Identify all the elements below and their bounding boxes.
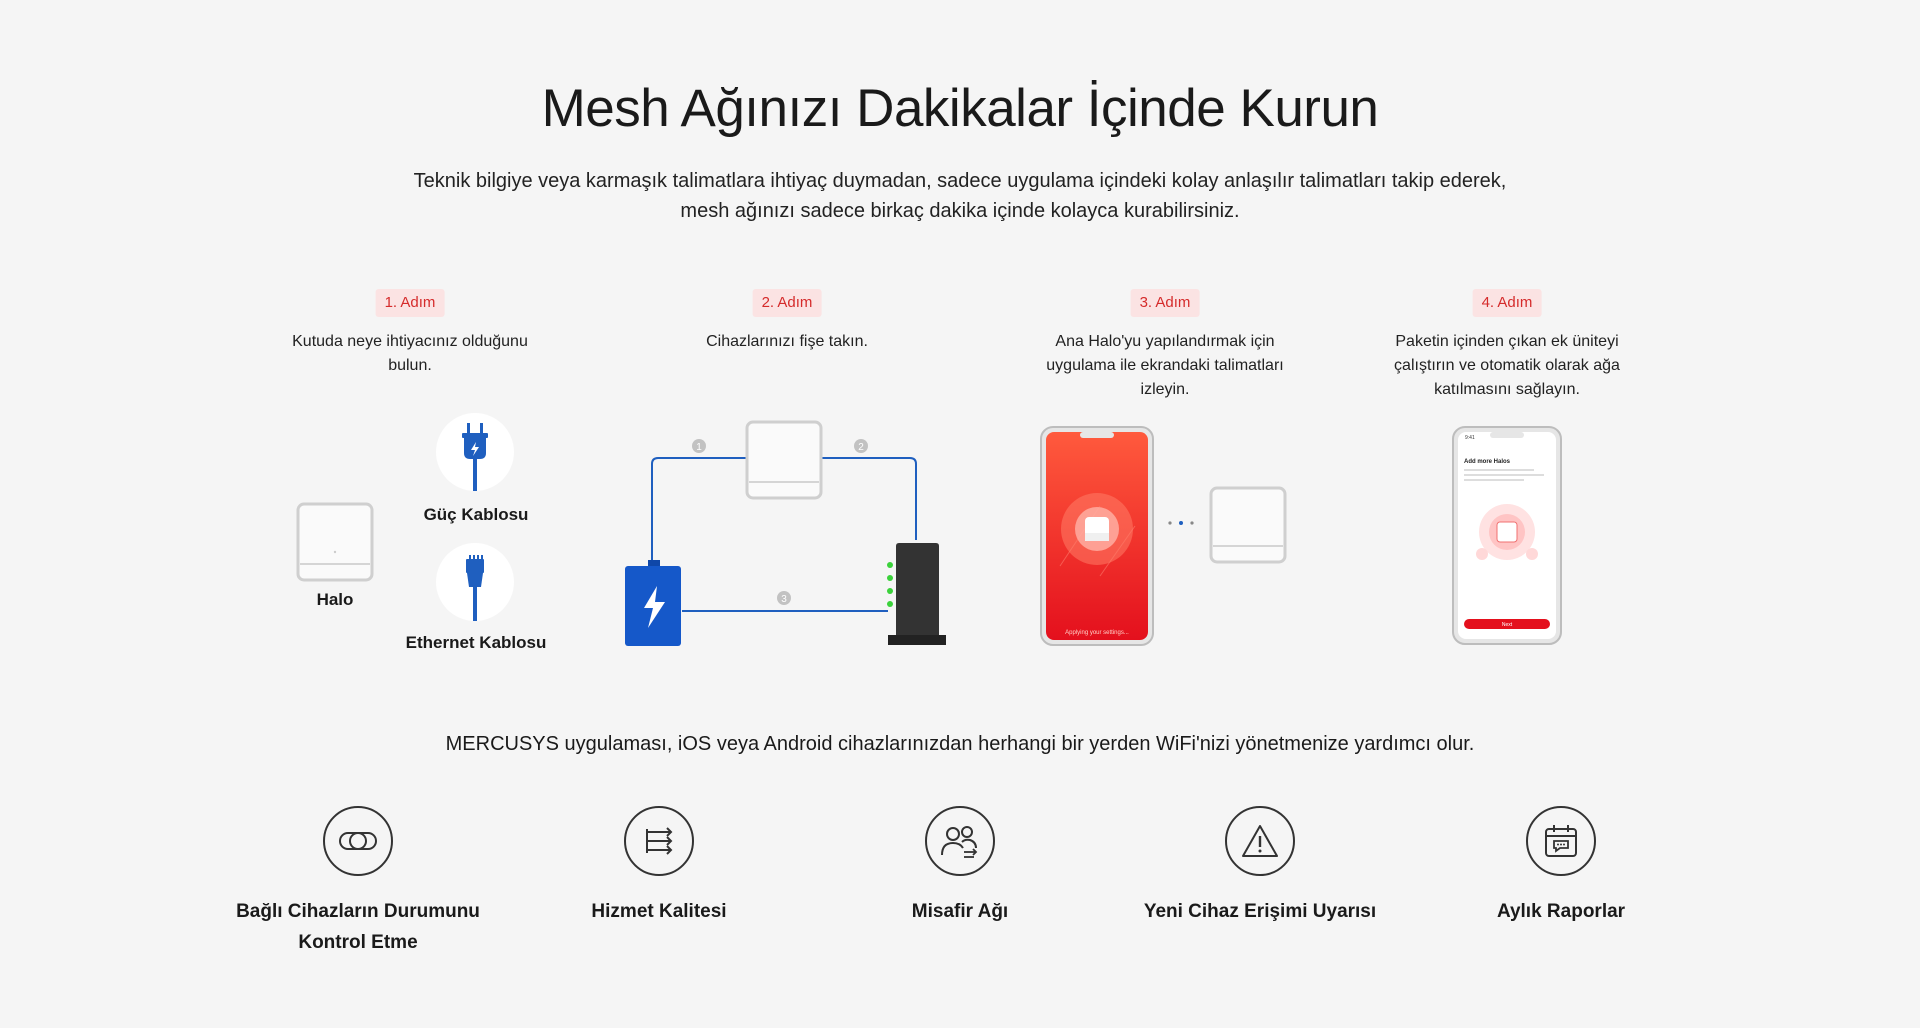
step-4-text: Paketin içinden çıkan ek üniteyi çalıştı… [1394, 333, 1620, 398]
step-1-badge: 1. Adım [375, 289, 445, 317]
feature-new-device-alert: Yeni Cihaz Erişimi Uyarısı [1110, 806, 1410, 927]
halo-device-image [296, 502, 374, 582]
feature-label: Aylık Raporlar [1496, 901, 1626, 922]
step-4-phone-clock: 9:41 [1465, 435, 1475, 441]
step-2-number-1: 1 [696, 442, 702, 453]
feature-label: Misafir Ağı [911, 901, 1009, 922]
step-2-number-2: 2 [858, 442, 864, 453]
feature-label-line1: Bağlı Cihazların Durumunu [236, 901, 480, 922]
step-2-text: Cihazlarınızı fişe takın. [706, 333, 868, 350]
step-2-marker-3 [777, 591, 791, 605]
step-3-dots [1168, 521, 1194, 525]
step-4-phone-image: 9:41 Add more Halos Next [1452, 426, 1562, 645]
subtitle-line-2: mesh ağınızı sadece birkaç dakika içinde… [680, 200, 1240, 222]
step-4-phone-next-button: Next [1502, 622, 1513, 628]
halo-label: Halo [316, 590, 354, 609]
feature-label-line2: Kontrol Etme [298, 932, 418, 953]
step-3-badge: 3. Adım [1130, 289, 1200, 317]
step-2-marker-1 [692, 439, 706, 453]
warning-icon [1225, 806, 1295, 876]
step-4-badge: 4. Adım [1472, 289, 1542, 317]
calendar-report-icon [1526, 806, 1596, 876]
qos-arrows-icon [624, 806, 694, 876]
feature-label: Hizmet Kalitesi [591, 901, 727, 922]
subtitle-line-1: Teknik bilgiye veya karmaşık talimatlara… [413, 170, 1507, 192]
power-cable-icon [436, 413, 514, 491]
feature-monthly-reports: Aylık Raporlar [1411, 806, 1711, 927]
step-2-number-3: 3 [781, 594, 787, 605]
step-3-phone-image: Applying your settings... [1040, 426, 1154, 646]
step-1-text: Kutuda neye ihtiyacınız olduğunu bulun. [292, 333, 528, 374]
feature-label: Yeni Cihaz Erişimi Uyarısı [1143, 901, 1377, 922]
page-subtitle: Teknik bilgiye veya karmaşık talimatlara… [360, 166, 1560, 226]
step-4-phone-title: Add more Halos [1464, 459, 1511, 465]
ethernet-cable-icon [436, 543, 514, 621]
page-title: Mesh Ağınızı Dakikalar İçinde Kurun [541, 79, 1379, 138]
guest-users-icon [925, 806, 995, 876]
feature-qos: Hizmet Kalitesi [509, 806, 809, 927]
ethernet-cable-label: Ethernet Kablosu [405, 633, 547, 652]
step-2-marker-2 [854, 439, 868, 453]
step-3-phone-status: Applying your settings... [1065, 630, 1129, 636]
step-3-text: Ana Halo'yu yapılandırmak için uygulama … [1046, 333, 1284, 398]
power-cable-label: Güç Kablosu [423, 505, 529, 524]
app-description: MERCUSYS uygulaması, iOS veya Android ci… [445, 733, 1475, 755]
step-3-halo-image [1209, 486, 1287, 564]
connection-diagram: 1 2 3 [625, 420, 946, 646]
link-icon [323, 806, 393, 876]
step-2-badge: 2. Adım [752, 289, 822, 317]
feature-guest-network: Misafir Ağı [810, 806, 1110, 927]
